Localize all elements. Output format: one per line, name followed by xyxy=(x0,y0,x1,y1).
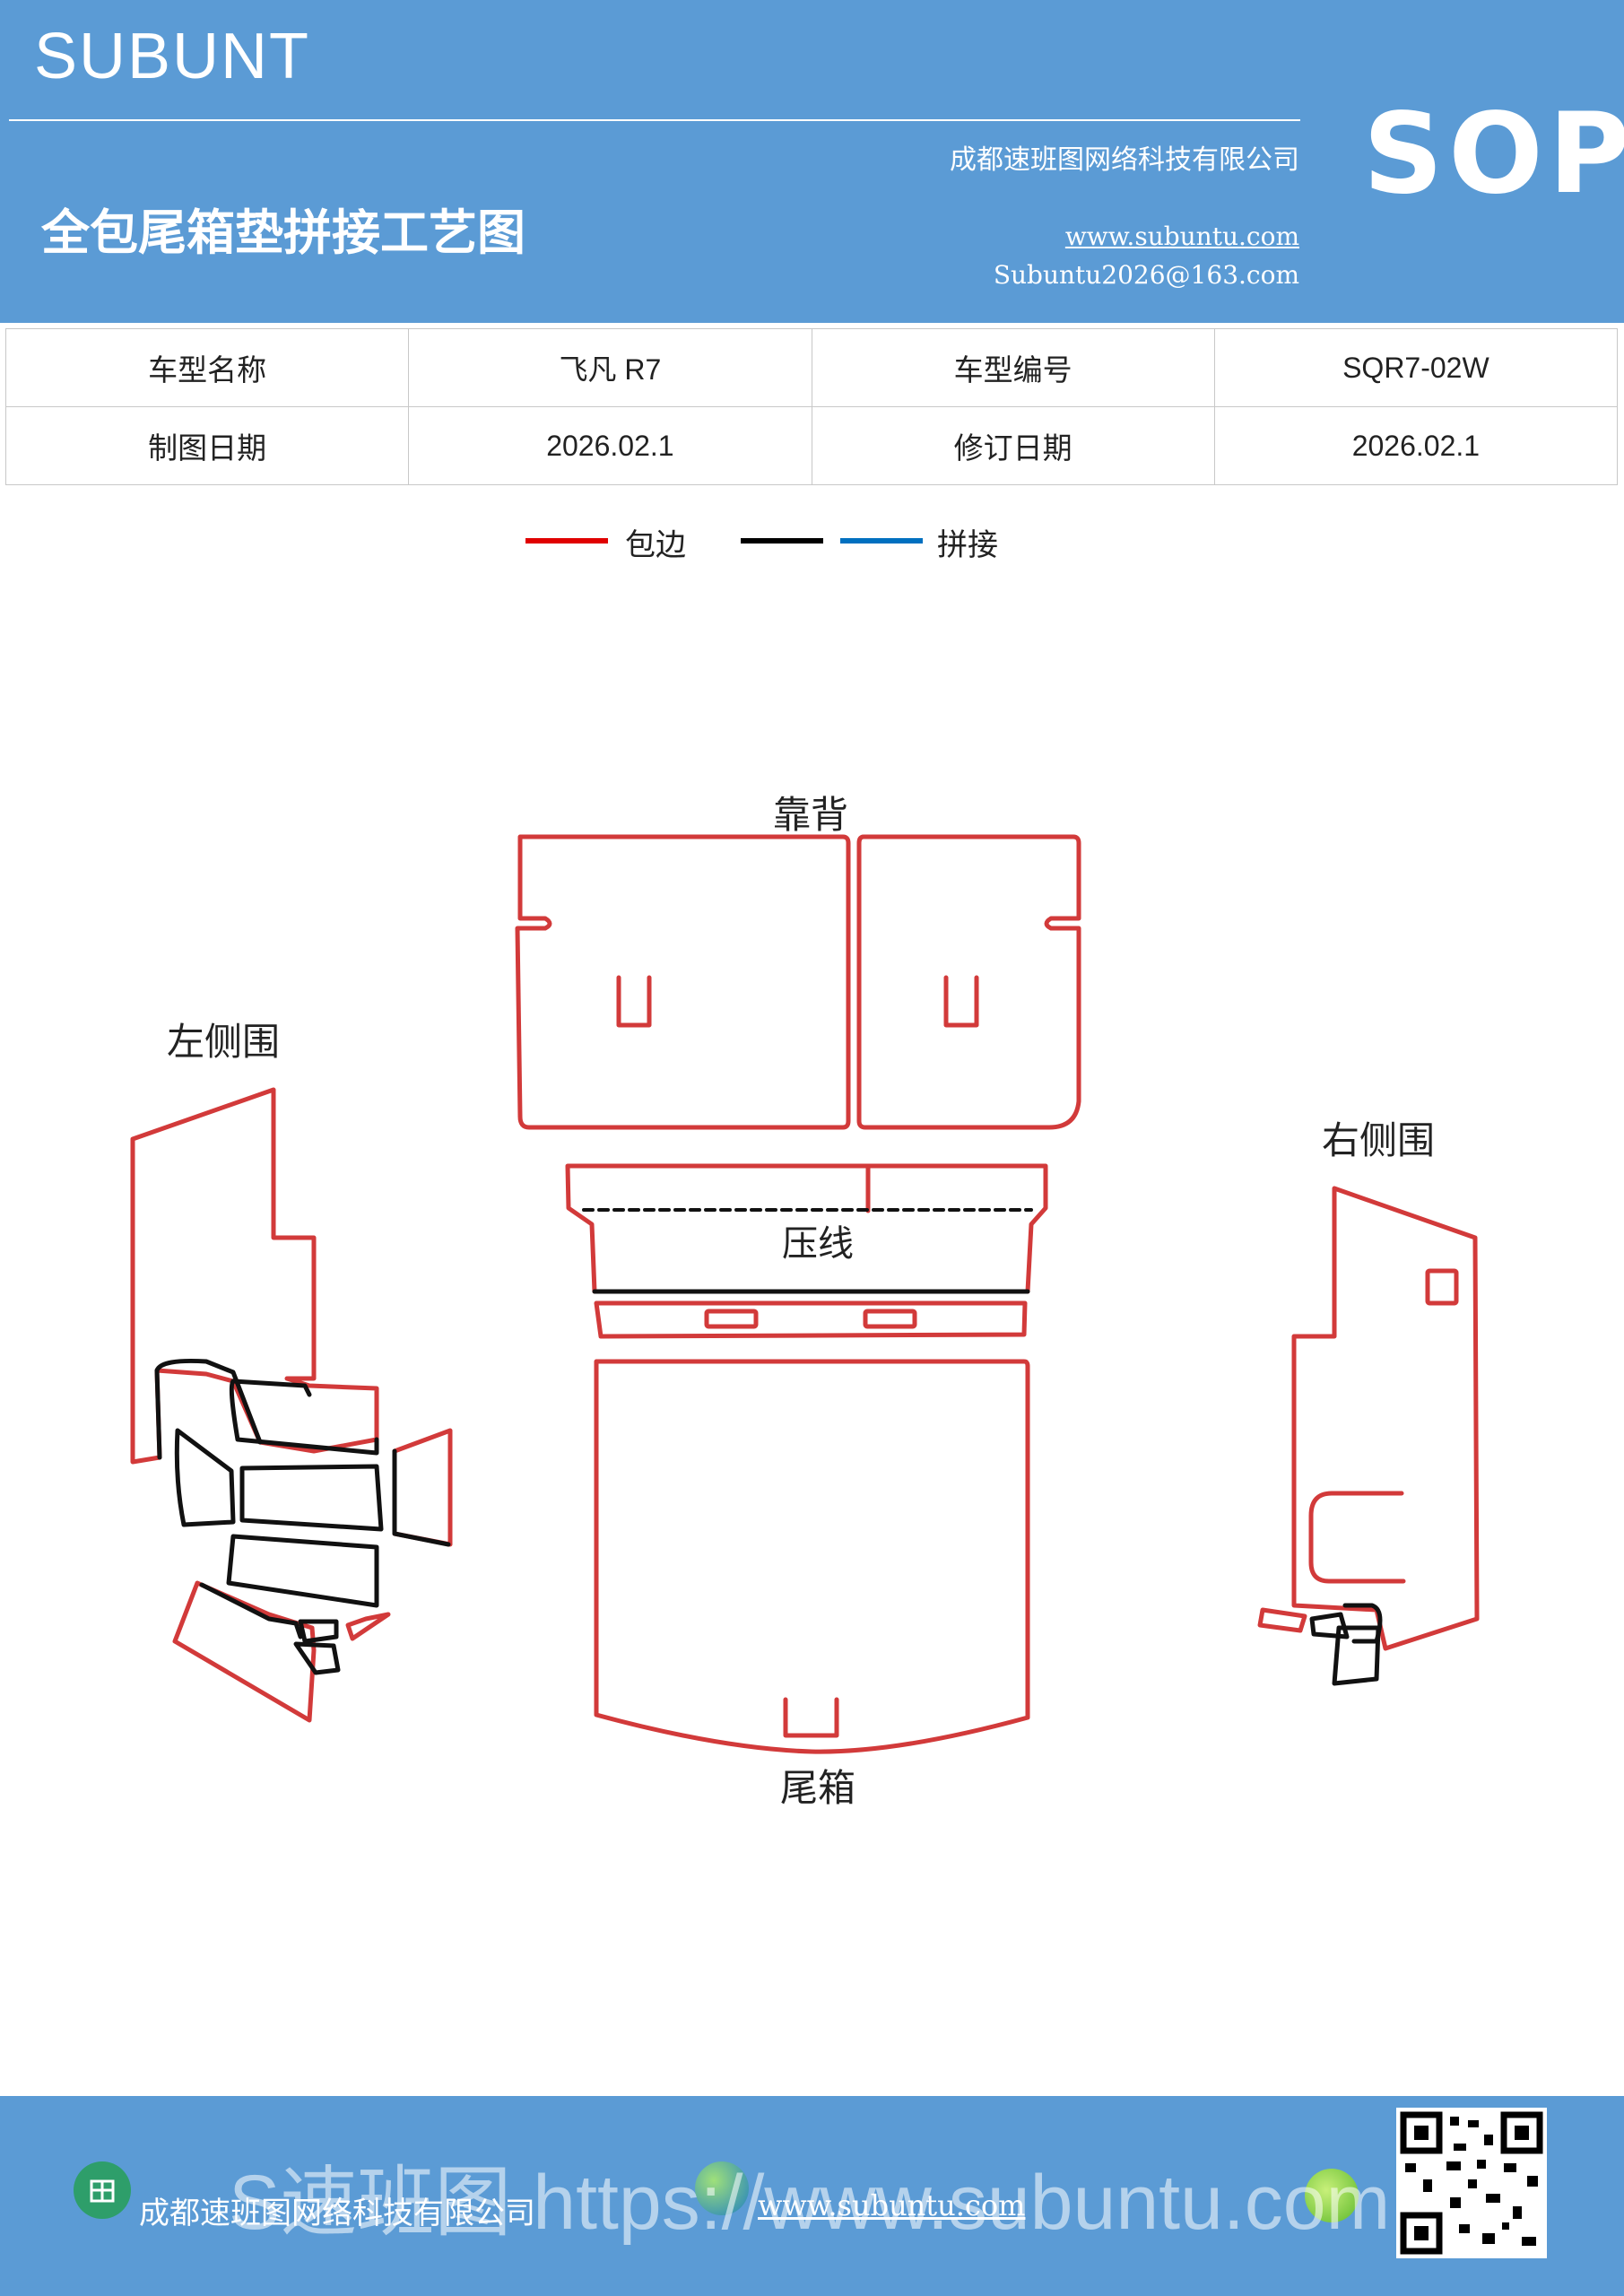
label-trunk: 尾箱 xyxy=(780,1766,856,1810)
table-cell: 飞凡 R7 xyxy=(408,328,812,407)
sop-badge: SOP xyxy=(1363,90,1624,219)
vent-slot-right xyxy=(863,1309,917,1329)
left-piece-7 xyxy=(226,1534,379,1608)
brand-logo-text: SUBUNT xyxy=(34,21,311,92)
table-cell: 制图日期 xyxy=(4,406,410,485)
header-band xyxy=(0,0,1624,323)
left-side-piece-bottom xyxy=(172,1580,317,1723)
right-piece-1 xyxy=(1309,1612,1350,1639)
label-left-side: 左侧围 xyxy=(167,1020,281,1064)
company-name: 成都速班图网络科技有限公司 xyxy=(950,144,1299,176)
label-right-side: 右侧围 xyxy=(1322,1118,1436,1162)
label-backrest: 靠背 xyxy=(773,793,849,837)
legend-swatch-edge xyxy=(525,538,608,544)
right-side-tab xyxy=(1257,1607,1307,1633)
qr-code[interactable] xyxy=(1396,2108,1547,2258)
email-address: Subuntu2026@163.com xyxy=(993,260,1299,290)
footer-website-link[interactable]: www.subuntu.com xyxy=(758,2188,1026,2222)
website-link[interactable]: www.subuntu.com xyxy=(1064,222,1299,251)
legend-label-splice: 拼接 xyxy=(937,527,998,563)
left-piece-9 xyxy=(298,1619,339,1644)
vehicle-info-table: 车型名称 飞凡 R7 车型编号 SQR7-02W 制图日期 2026.02.1 … xyxy=(4,328,1619,485)
left-piece-2 xyxy=(230,1378,312,1397)
left-side-piece-right xyxy=(392,1428,453,1547)
left-piece-3 xyxy=(229,1378,379,1456)
table-cell: 2026.02.1 xyxy=(408,406,812,485)
table-cell: SQR7-02W xyxy=(1213,328,1619,407)
right-side-window xyxy=(1308,1491,1406,1584)
trunk-floor-panel xyxy=(594,1359,1030,1754)
wechat-icon xyxy=(1305,2169,1359,2222)
vent-strip-panel xyxy=(594,1300,1028,1339)
backrest-right-panel xyxy=(856,834,1081,1130)
header-divider xyxy=(9,119,1300,121)
left-side-panel xyxy=(130,1087,379,1465)
label-crease: 压线 xyxy=(782,1223,854,1265)
legend-label-edge: 包边 xyxy=(625,527,686,563)
table-cell: 2026.02.1 xyxy=(1213,406,1619,485)
vent-slot-left xyxy=(704,1309,759,1329)
right-side-square-cutout xyxy=(1425,1268,1459,1306)
document-title: 全包尾箱垫拼接工艺图 xyxy=(41,204,525,261)
backrest-left-panel xyxy=(515,834,851,1130)
backrest-right-slot xyxy=(943,975,979,1028)
left-piece-10 xyxy=(293,1641,341,1675)
table-cell: 车型名称 xyxy=(4,328,410,407)
building-icon xyxy=(74,2161,131,2219)
table-cell: 车型编号 xyxy=(811,328,1215,407)
left-piece-8 xyxy=(199,1582,303,1639)
table-row: 制图日期 2026.02.1 修订日期 2026.02.1 xyxy=(4,406,1619,485)
globe-icon xyxy=(695,2161,749,2215)
legend-swatch-splice xyxy=(840,538,923,544)
left-piece-5 xyxy=(239,1464,384,1532)
left-piece-6 xyxy=(392,1448,451,1547)
left-piece-1 xyxy=(154,1359,263,1460)
table-cell: 修订日期 xyxy=(811,406,1215,485)
footer-company: 成都速班图网络科技有限公司 xyxy=(139,2196,535,2231)
left-piece-4 xyxy=(174,1428,236,1527)
legend: 包边 拼接 xyxy=(0,520,1624,574)
trunk-floor-slot xyxy=(783,1697,839,1738)
left-side-piece-small xyxy=(345,1612,391,1641)
footer-watermark: S速班图 https://www.subuntu.com xyxy=(229,2160,1391,2246)
table-row: 车型名称 飞凡 R7 车型编号 SQR7-02W xyxy=(4,328,1619,407)
right-piece-3 xyxy=(1332,1625,1381,1686)
backrest-left-slot xyxy=(616,975,652,1028)
legend-swatch-black xyxy=(741,538,823,544)
